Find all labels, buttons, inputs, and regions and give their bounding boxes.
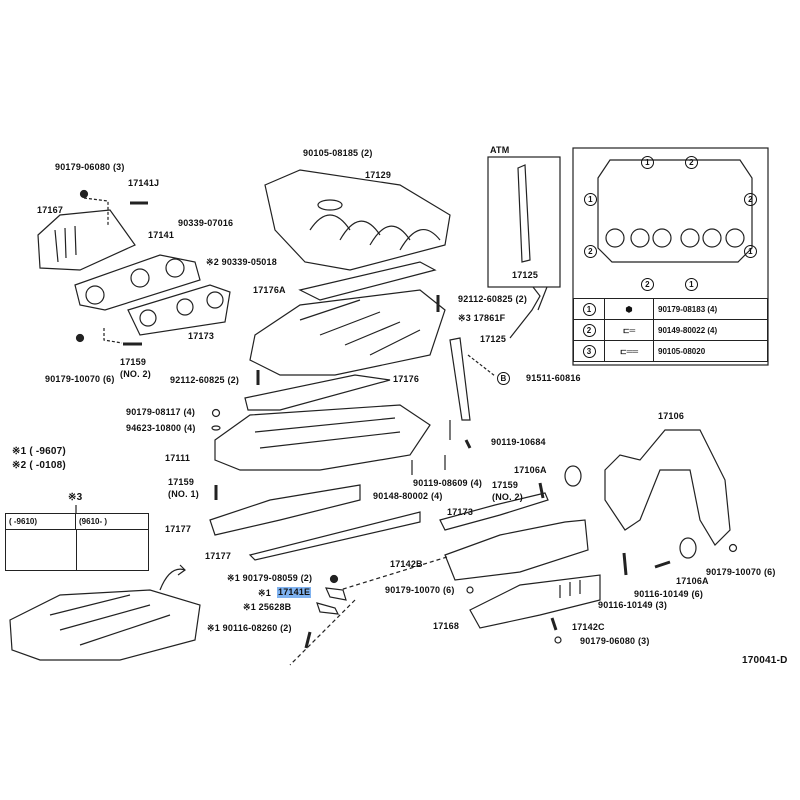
part-number: 90149-80022 (4) <box>653 319 768 341</box>
part-label[interactable]: 17159 <box>492 480 519 490</box>
callout: 1 <box>744 245 757 258</box>
ref-number: 1 <box>582 302 596 316</box>
callout: 2 <box>641 278 654 291</box>
callout: 2 <box>744 193 757 206</box>
exhaust-pipe-17106 <box>604 429 731 546</box>
part-label[interactable]: ※1 25628B <box>243 602 292 612</box>
gasket-17173-left <box>127 284 231 336</box>
table-row: 2 ⊏═90149-80022 (4) <box>573 319 768 341</box>
part-label[interactable]: 17168 <box>433 621 460 631</box>
part-label[interactable]: 17167 <box>37 205 64 215</box>
bolt-icon: ⊏═ <box>604 319 654 341</box>
upper-intake-manifold-flipped <box>9 589 201 661</box>
part-label[interactable]: 90179-06080 (3) <box>580 636 650 646</box>
part-label[interactable]: 90119-08609 (4) <box>413 478 483 488</box>
part-label[interactable]: ※1 90116-08260 (2) <box>207 623 292 633</box>
exhaust-manifold-17141 <box>74 254 201 311</box>
nut-icon: ⬢ <box>604 298 654 320</box>
part-label[interactable]: 17159 <box>120 357 147 367</box>
gasket-17177-a <box>209 484 361 536</box>
ref-number: 3 <box>582 344 596 358</box>
part-label[interactable]: 92112-60825 (2) <box>458 294 528 304</box>
part-label[interactable]: 90105-08185 (2) <box>303 148 373 158</box>
note-1: ※1 ( -9607) <box>12 446 66 457</box>
part-label-note: (NO. 2) <box>120 369 151 379</box>
lower-intake-17111 <box>214 404 431 471</box>
gasket-17173-right <box>439 492 549 531</box>
note-3-table: ( -9610) (9610- ) <box>5 513 149 571</box>
bolt-table-frame <box>572 147 769 366</box>
part-label[interactable]: 17106A <box>514 465 547 475</box>
note-marker: ※1 <box>258 588 271 598</box>
atm-part-label[interactable]: 17125 <box>512 270 539 280</box>
table-row: 3 ⊏══90105-08020 <box>573 340 768 362</box>
part-label[interactable]: 17159 <box>168 477 195 487</box>
gasket-17177-b <box>248 511 421 561</box>
part-label[interactable]: 17141 <box>148 230 175 240</box>
callout: 1 <box>685 278 698 291</box>
part-label[interactable]: 17177 <box>165 524 192 534</box>
note-3-col2: (9610- ) <box>76 514 148 530</box>
part-label[interactable]: 17106A <box>676 576 709 586</box>
bracket-17125 <box>449 337 471 421</box>
part-label[interactable]: 92112-60825 (2) <box>170 375 240 385</box>
part-label[interactable]: 90179-10070 (6) <box>706 567 776 577</box>
part-label[interactable]: 94623-10800 (4) <box>126 423 196 433</box>
note-3-col1: ( -9610) <box>6 514 76 530</box>
heat-insulator-17168 <box>469 574 601 629</box>
part-label[interactable]: 90339-07016 <box>178 218 234 228</box>
part-label[interactable]: 17142B <box>390 559 423 569</box>
part-label[interactable]: 90179-08117 (4) <box>126 407 196 417</box>
part-label[interactable]: 17176 <box>393 374 420 384</box>
part-label[interactable]: 17111 <box>165 453 191 463</box>
part-label[interactable]: 90116-10149 (6) <box>634 589 704 599</box>
callout: 1 <box>641 156 654 169</box>
heat-insulator-17167 <box>37 209 136 271</box>
gasket-17176A <box>298 261 437 301</box>
part-label[interactable]: 90179-10070 (6) <box>45 374 115 384</box>
atm-box <box>487 156 561 288</box>
part-label[interactable]: ※2 90339-05018 <box>206 257 277 267</box>
part-label-selected[interactable]: 17141E <box>277 587 312 598</box>
part-number: 90179-08183 (4) <box>653 298 768 320</box>
b-marker: B <box>497 372 510 385</box>
callout: 2 <box>685 156 698 169</box>
part-label-note: (NO. 2) <box>492 492 523 502</box>
part-label[interactable]: 17176A <box>253 285 286 295</box>
part-label[interactable]: 91511-60816 <box>526 373 581 383</box>
part-label[interactable]: 90116-10149 (3) <box>598 600 668 610</box>
exhaust-manifold-17142B <box>444 519 589 581</box>
part-label-note: (NO. 1) <box>168 489 199 499</box>
intake-manifold <box>249 289 446 376</box>
note-2: ※2 ( -0108) <box>12 460 66 471</box>
part-label[interactable]: 17142C <box>572 622 605 632</box>
note-3-marker: ※3 <box>68 492 83 503</box>
callout: 1 <box>584 193 597 206</box>
part-label[interactable]: 90148-80002 (4) <box>373 491 443 501</box>
long-bolt-icon: ⊏══ <box>604 340 654 362</box>
part-label[interactable]: 17173 <box>188 331 215 341</box>
atm-title: ATM <box>490 145 510 155</box>
part-label[interactable]: 17129 <box>365 170 392 180</box>
part-label[interactable]: 90119-10684 <box>491 437 546 447</box>
diagram-id: 170041-D <box>742 655 788 666</box>
part-label[interactable]: 90179-06080 (3) <box>55 162 125 172</box>
part-number: 90105-08020 <box>653 340 768 362</box>
ref-number: 2 <box>582 323 596 337</box>
table-row: 1 ⬢90179-08183 (4) <box>573 298 768 320</box>
part-label[interactable]: 17177 <box>205 551 232 561</box>
part-label[interactable]: 17125 <box>480 334 507 344</box>
callout: 2 <box>584 245 597 258</box>
intake-plenum-17129 <box>264 169 451 271</box>
part-label[interactable]: ※1 90179-08059 (2) <box>227 573 313 583</box>
part-label[interactable]: ※3 17861F <box>458 313 506 323</box>
bolt-table: 1 ⬢90179-08183 (4) 2 ⊏═90149-80022 (4) 3 ⊏═… <box>573 298 768 362</box>
part-label[interactable]: 17173 <box>447 507 474 517</box>
part-label[interactable]: 90179-10070 (6) <box>385 585 455 595</box>
part-label[interactable]: 17106 <box>658 411 685 421</box>
gasket-17176 <box>244 374 391 411</box>
part-label[interactable]: 17141J <box>128 178 160 188</box>
